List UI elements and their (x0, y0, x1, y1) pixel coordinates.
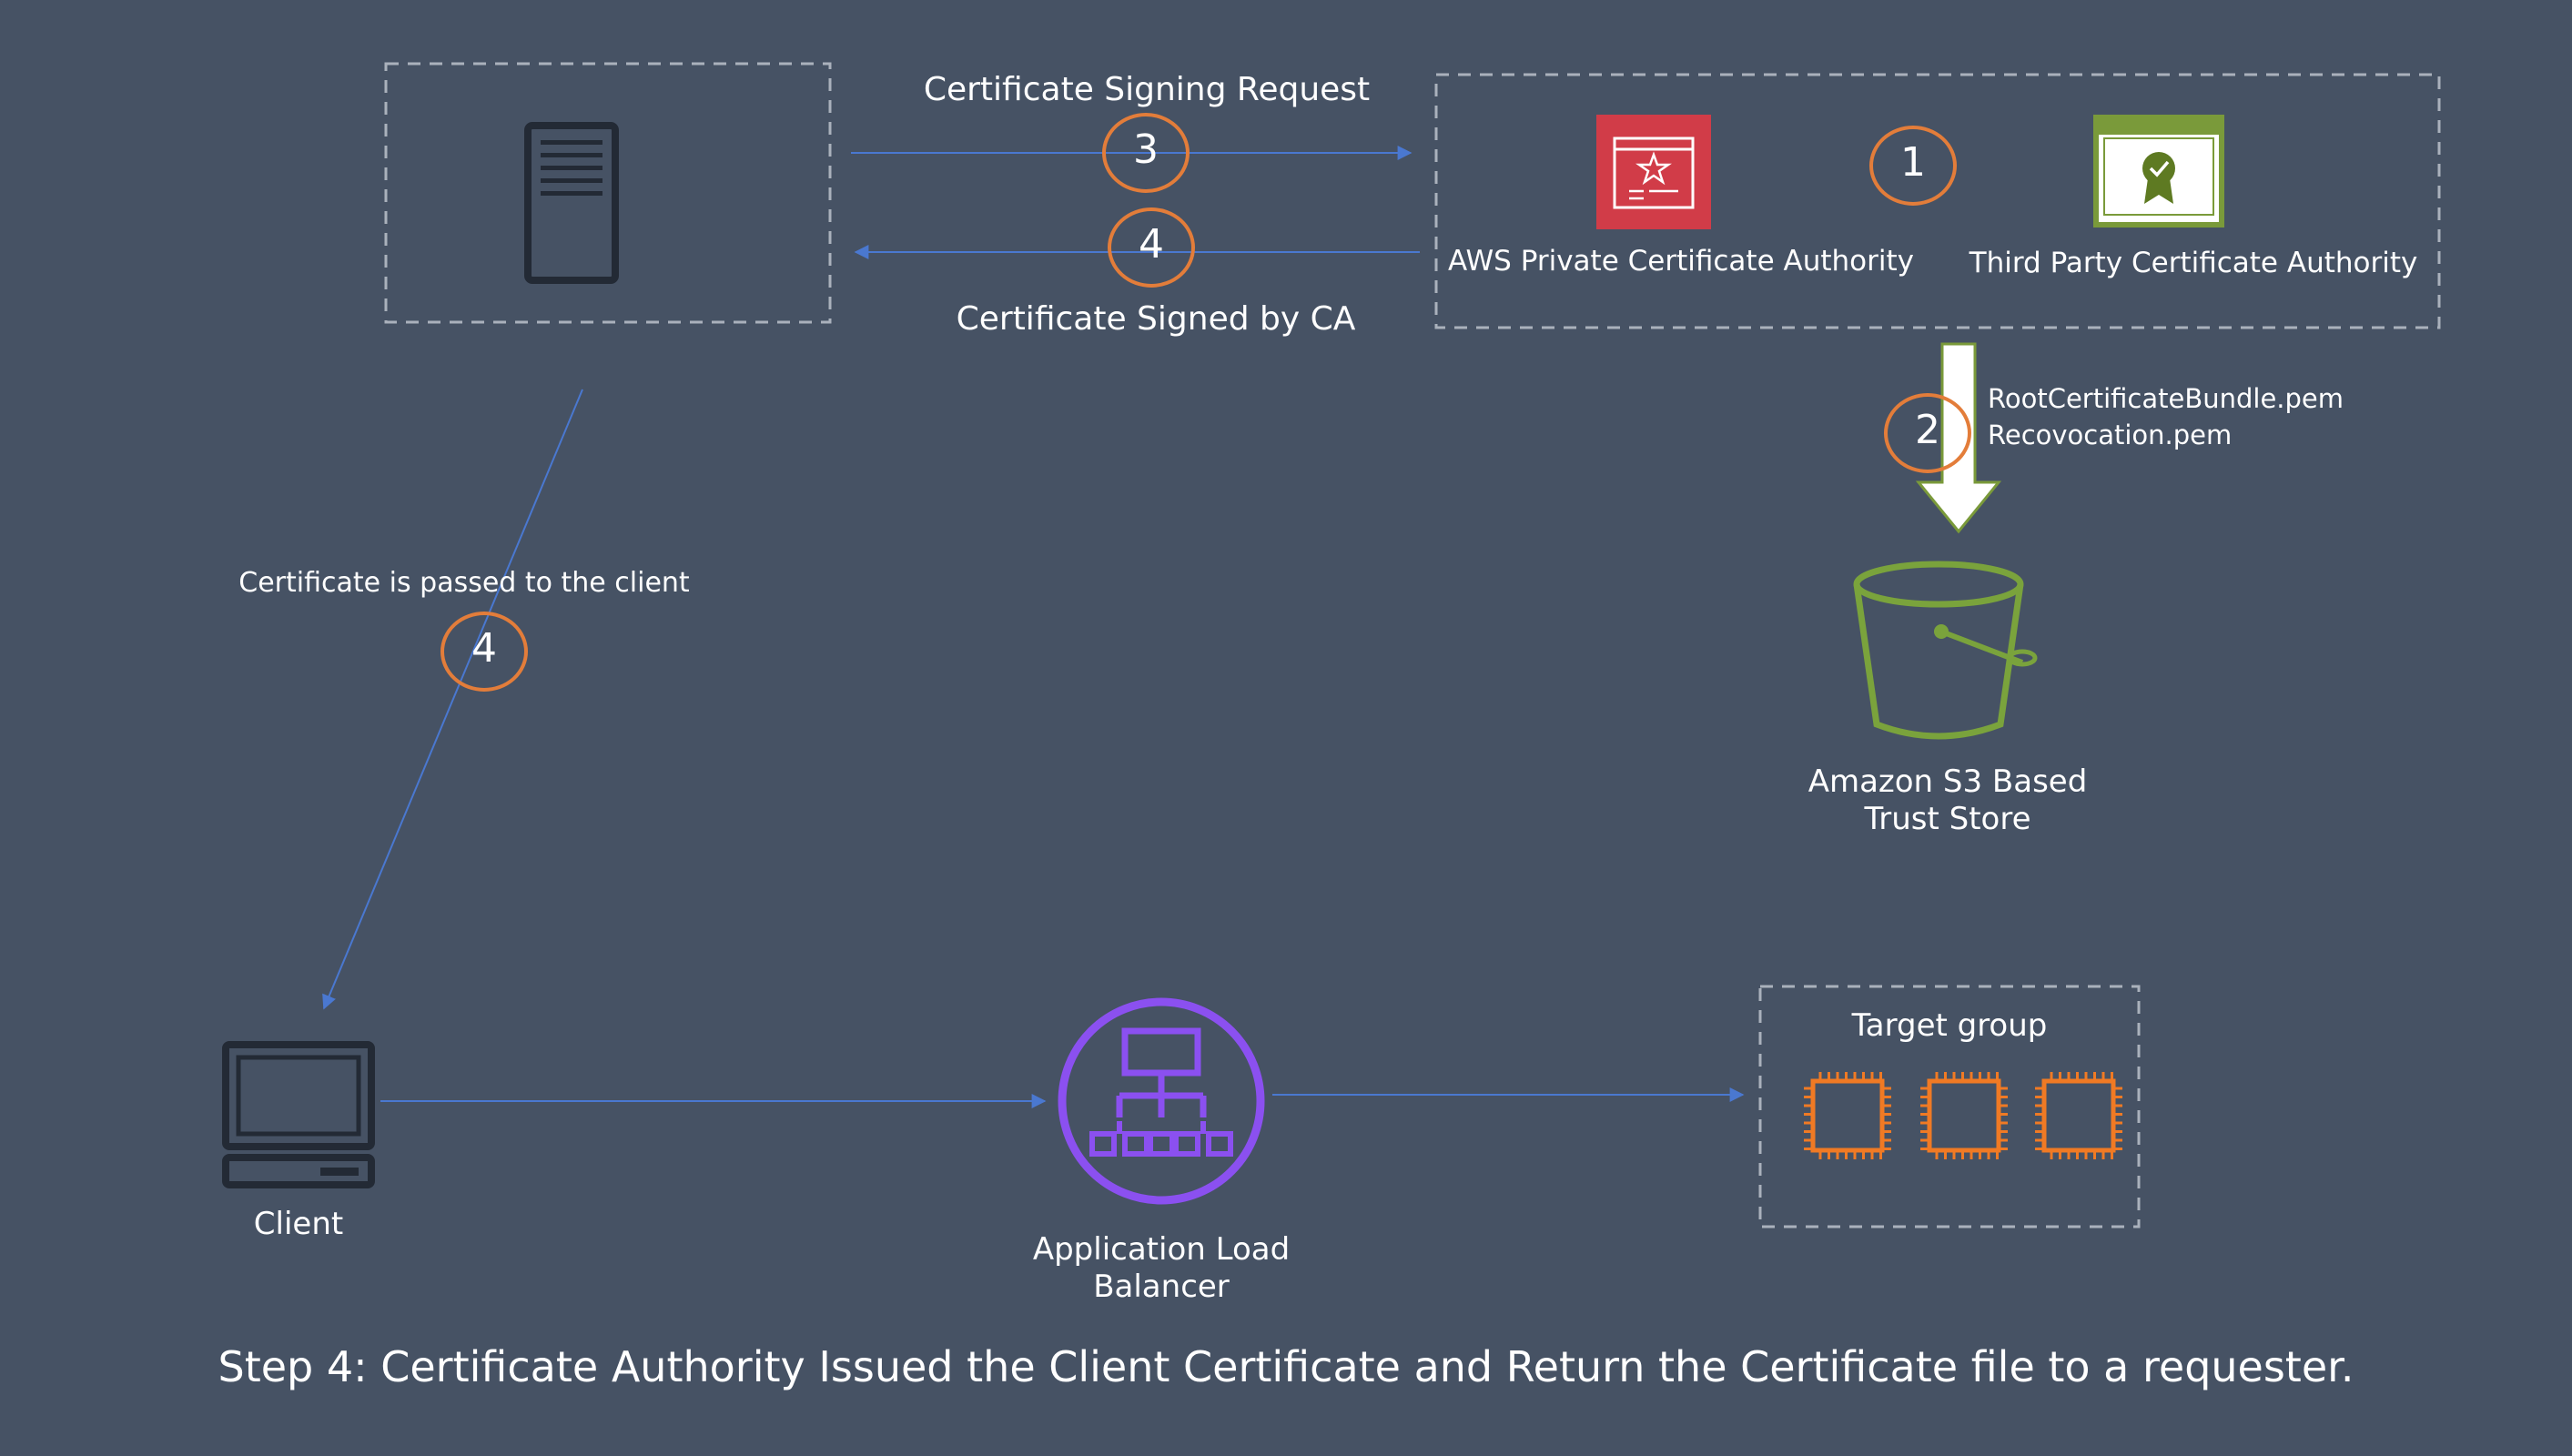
root-bundle-file-label: RootCertificateBundle.pem (1988, 383, 2344, 414)
s3-label-line2: Trust Store (1864, 801, 2031, 837)
step-4-side-number: 4 (471, 625, 497, 672)
step-4-top-number: 4 (1139, 221, 1164, 268)
alb-label-line2: Balancer (1093, 1269, 1230, 1305)
client-label: Client (253, 1206, 344, 1242)
passed-to-client-label: Certificate is passed to the client (238, 567, 690, 599)
pass-to-client-arrow (322, 389, 583, 1010)
step-1-circle (1869, 126, 1957, 206)
target-group-box (1758, 985, 2141, 1228)
load-balancer-icon (1058, 997, 1265, 1205)
step-1-number: 1 (1900, 139, 1926, 186)
step-4-side-circle (440, 612, 528, 692)
step-3-circle (1102, 113, 1190, 193)
step-3-number: 3 (1133, 126, 1159, 173)
certificate-authority-box (1434, 73, 2441, 329)
ec2-instance-icon (1920, 1072, 2008, 1159)
step-2-number: 2 (1915, 407, 1940, 453)
csr-label: Certificate Signing Request (923, 71, 1371, 108)
revocation-file-label: Recovocation.pem (1988, 420, 2233, 450)
target-group-label: Target group (1851, 1007, 2048, 1044)
step-4-top-circle (1108, 207, 1195, 288)
requester-box (384, 62, 832, 324)
desktop-computer-icon (222, 1041, 375, 1188)
alb-label-line1: Application Load (1032, 1231, 1291, 1268)
step-2-circle (1884, 393, 1971, 473)
step-caption: Step 4: Certificate Authority Issued the… (218, 1342, 2354, 1391)
ec2-instance-icon (1804, 1072, 1891, 1159)
server-icon (524, 122, 619, 284)
private-ca-label: AWS Private Certificate Authority (1448, 245, 1914, 278)
third-party-ca-label: Third Party Certificate Authority (1969, 247, 2418, 279)
signed-label: Certificate Signed by CA (956, 300, 1356, 338)
ec2-instance-group (1804, 1072, 2122, 1159)
download-arrow-icon (1915, 342, 2002, 534)
certificate-authority-icon (1596, 115, 1711, 229)
ec2-instance-icon (2035, 1072, 2122, 1159)
certificate-badge-icon (2093, 115, 2224, 228)
s3-label-line1: Amazon S3 Based (1807, 763, 2088, 800)
s3-bucket-icon (1853, 561, 2038, 740)
